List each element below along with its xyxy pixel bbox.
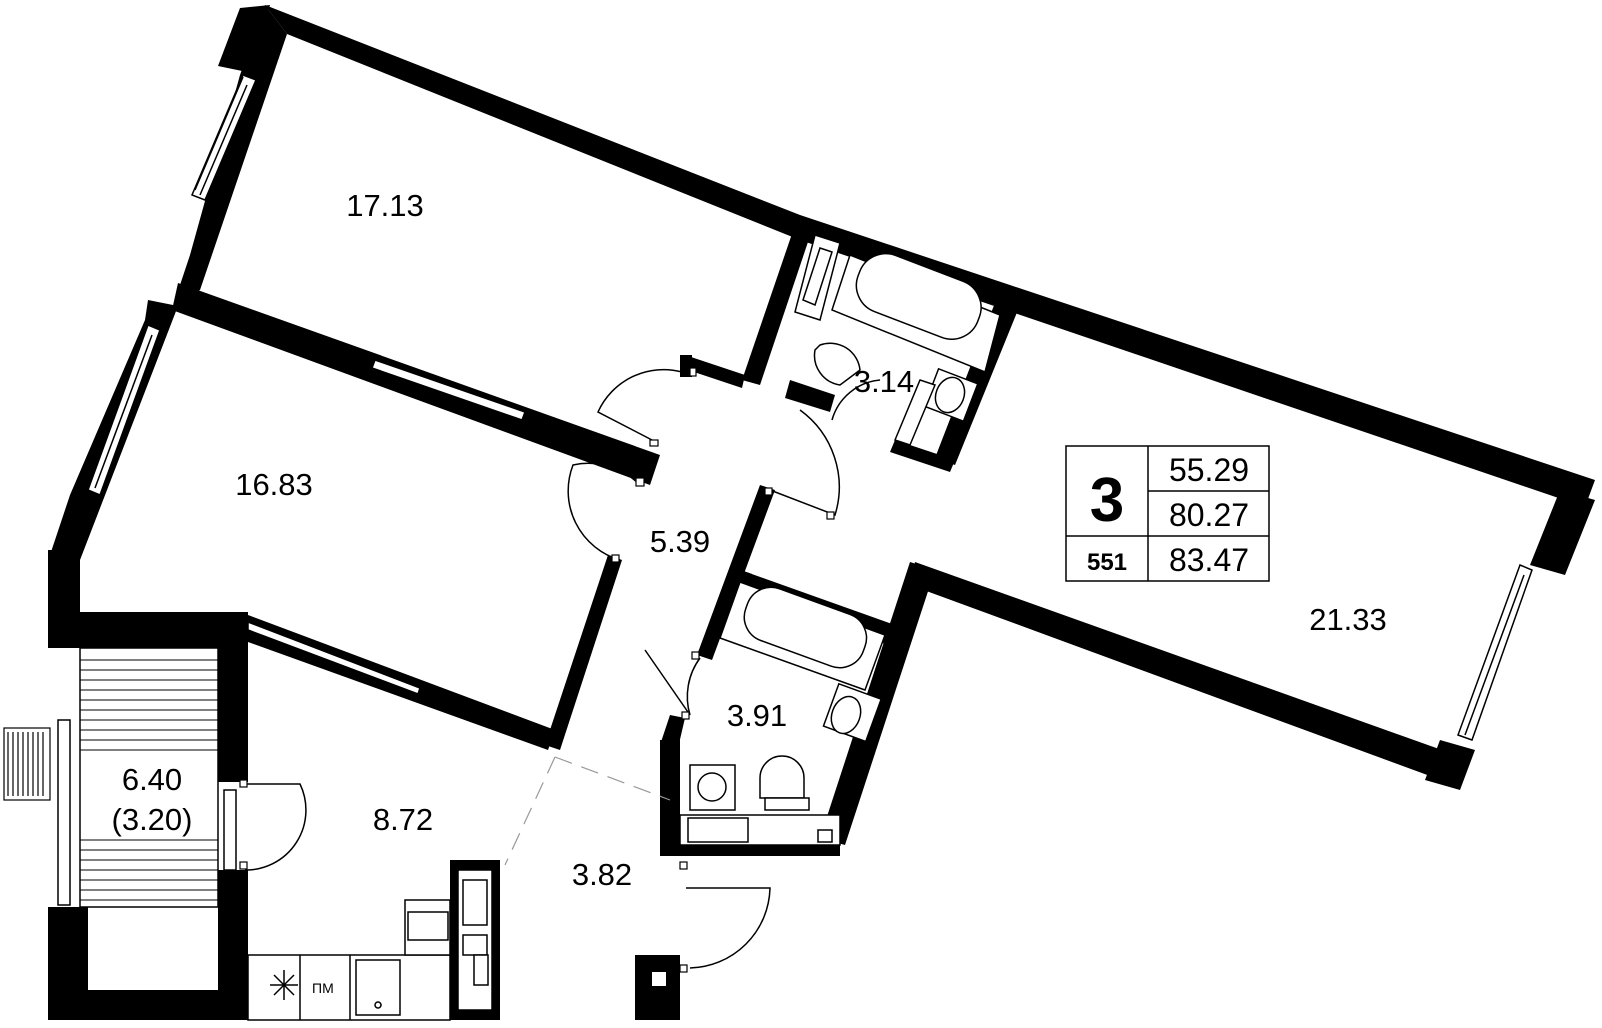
wall-hall-corner-post: [680, 355, 692, 377]
entrance-shaft: [652, 972, 666, 986]
room-area-entrance: 3.82: [572, 857, 632, 892]
open-partitions: [504, 756, 671, 866]
bath-south-fixtures: [679, 581, 886, 846]
walls: [48, 5, 1595, 1020]
room-area-loggia-reduced: (3.20): [112, 802, 193, 837]
total-area: 80.27: [1169, 497, 1249, 533]
wall-bath-south-left: [660, 740, 680, 855]
wall-nw-corner: [218, 5, 270, 72]
wall-west-vertical: [48, 550, 80, 620]
info-box: 3 551 55.29 80.27 83.47: [1065, 445, 1270, 582]
snowflake-icon: [270, 970, 298, 1000]
toilet-north: [813, 342, 861, 386]
wall-living-east-low: [1425, 740, 1475, 790]
wall-entrance-bottom: [635, 955, 680, 1020]
wall-bath-south-diag: [660, 715, 685, 748]
kitchen-column-fixture: [457, 869, 493, 1011]
wall-hall-corner: [682, 355, 745, 388]
door-loggia: [244, 783, 307, 871]
window-loggia-left: [57, 719, 71, 906]
wall-north: [265, 5, 1595, 507]
kitchen-fixtures: [247, 899, 451, 1021]
living-area: 55.29: [1169, 452, 1249, 488]
window-loggia-right: [223, 789, 237, 871]
kitchen-counter: [247, 954, 451, 1021]
ac-unit: [3, 727, 51, 801]
loggia: [3, 647, 219, 908]
room-area-bedroom-north: 17.13: [346, 188, 424, 223]
rooms-count: 3: [1090, 466, 1124, 535]
door-bath-south: [644, 649, 701, 716]
room-area-hall: 5.39: [650, 524, 710, 559]
wall-loggia-top: [48, 612, 248, 648]
toilet-south: [759, 755, 805, 799]
room-area-kitchen: 8.72: [373, 802, 433, 837]
info-box-frame: [1065, 445, 1270, 582]
room-labels: 17.13 16.83 3.14 5.39 21.33 3.91 8.72 3.…: [112, 188, 1387, 892]
room-area-living-room: 21.33: [1309, 602, 1387, 637]
wall-bottom-left: [48, 990, 248, 1020]
door-bedroom-west: [567, 462, 641, 561]
dishwasher-label: ПМ: [312, 980, 334, 996]
wall-nw-west: [175, 5, 287, 300]
window-kitchen: [247, 620, 421, 695]
wall-bath-north-south: [785, 380, 835, 412]
door-entrance: [686, 887, 771, 969]
loggia-stripes: [80, 659, 218, 901]
loggia-label-bg: [90, 752, 214, 838]
room-area-loggia: 6.40: [122, 762, 182, 797]
window-bedroom-partition: [371, 359, 526, 421]
door-bath-north: [831, 379, 881, 421]
apartment-number: 551: [1087, 549, 1127, 576]
doors: [244, 368, 881, 969]
wall-bath-north-bottom: [890, 440, 955, 472]
wall-west-bedroom-east: [545, 555, 622, 750]
wall-loggia-right-top: [218, 612, 248, 782]
wall-living-south: [910, 562, 1470, 787]
bath-north-fixtures: [794, 234, 1001, 446]
room-area-bathroom-south: 3.91: [727, 698, 787, 733]
room-area-bedroom-west: 16.83: [235, 467, 313, 502]
wall-bath-north-east: [935, 295, 1020, 465]
door-living: [769, 409, 840, 516]
door-jambs: [239, 367, 835, 973]
door-bedroom-north: [597, 368, 683, 441]
room-area-bathroom-north: 3.14: [854, 364, 914, 399]
wall-bath-north-west: [742, 225, 812, 385]
wall-living-east: [1530, 490, 1595, 575]
total-area-with-loggia: 83.47: [1169, 542, 1249, 578]
windows: [57, 74, 1533, 906]
